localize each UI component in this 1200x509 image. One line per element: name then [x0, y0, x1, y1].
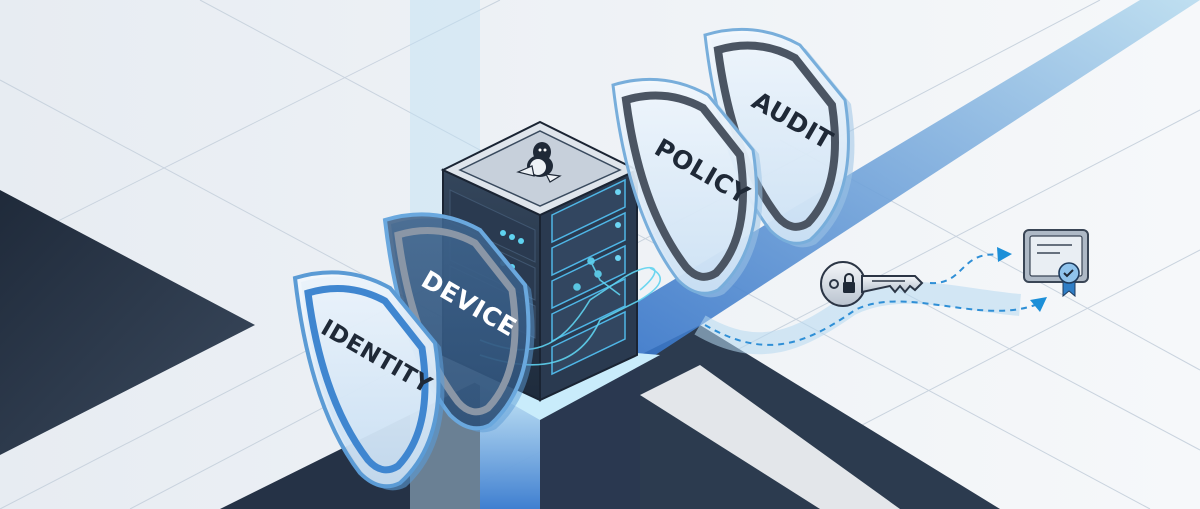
floor-dark-wedge-left	[0, 190, 255, 455]
key-with-lock-icon	[820, 261, 924, 307]
pedestal-right	[540, 365, 640, 509]
certificate-icon	[1023, 229, 1089, 298]
light-beam	[590, 0, 1200, 365]
linux-penguin-icon	[516, 142, 562, 183]
floor-dark-bottom-right	[640, 325, 1000, 509]
shield-policy: POLICY	[611, 77, 763, 298]
shield-identity: IDENTITY	[292, 270, 445, 491]
arrowhead-lower	[1030, 297, 1047, 312]
arrowhead-upper	[997, 247, 1012, 262]
floor-light-strip	[640, 365, 900, 509]
